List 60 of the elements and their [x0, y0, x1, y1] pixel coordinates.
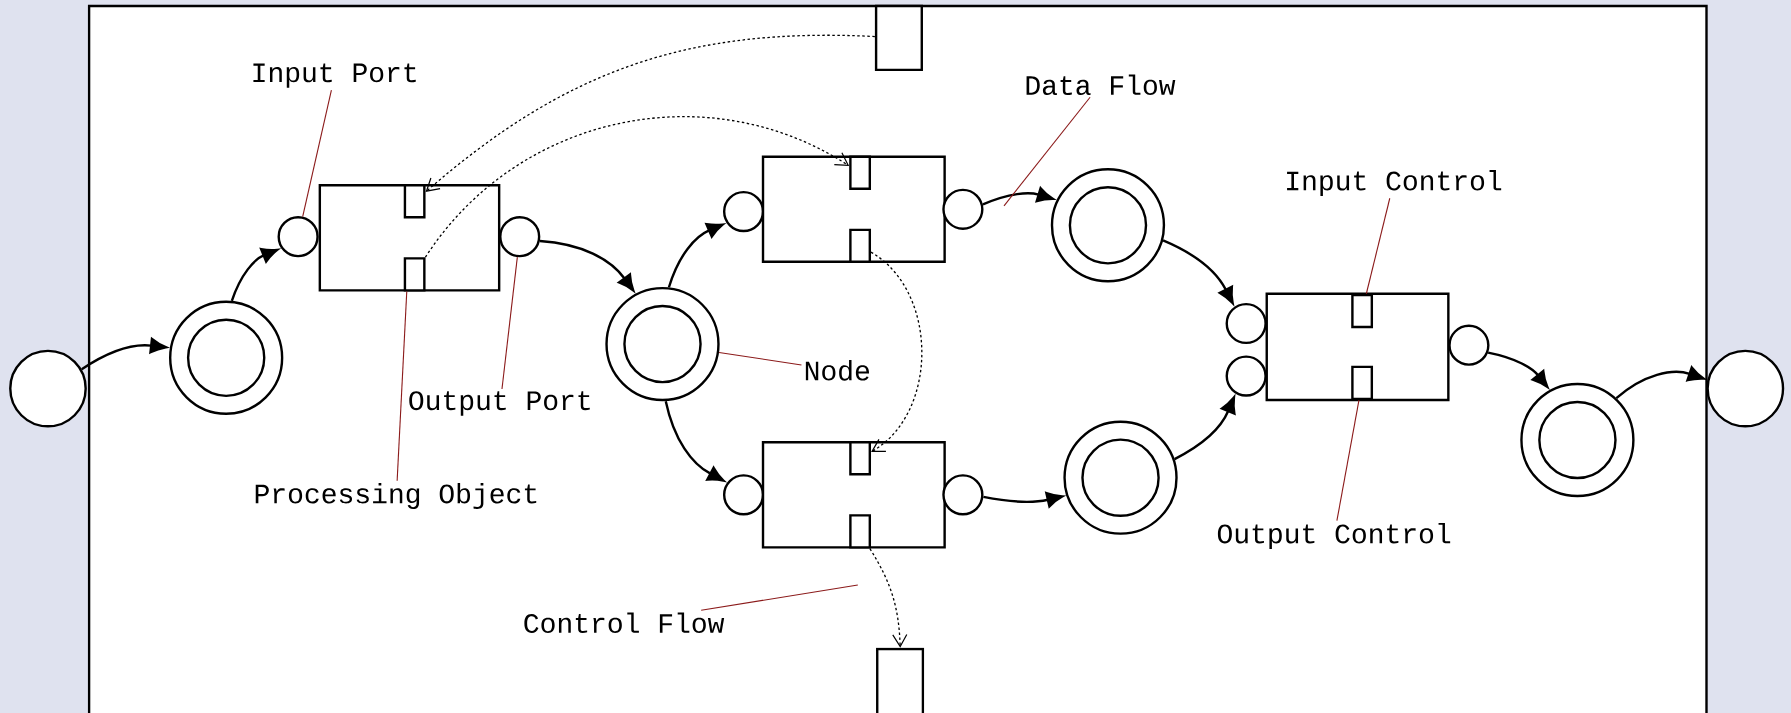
arrow [1162, 239, 1234, 304]
callout-label: Output Port [409, 391, 590, 416]
control-flow-arrow [869, 547, 908, 648]
leader-line [718, 352, 802, 366]
control-slot [849, 228, 871, 263]
leader-line [302, 89, 332, 218]
processing-box [761, 155, 946, 263]
arrow [539, 239, 635, 292]
arrow [1487, 351, 1549, 388]
leader-line [501, 256, 518, 390]
node-ring [1520, 382, 1635, 498]
node-ring [169, 300, 284, 415]
control-slot [849, 441, 871, 476]
control-slot [849, 155, 871, 190]
processing-box [761, 441, 946, 549]
port-circle [1225, 355, 1267, 397]
callout-label: Input Control [1287, 169, 1502, 197]
node-ring [1063, 420, 1178, 535]
callout-label: Output Control [1217, 522, 1451, 549]
leader-line [1336, 399, 1360, 522]
arrow [983, 492, 1064, 508]
control-slot [403, 257, 426, 292]
control-slot [849, 514, 871, 549]
callout-label: Input Port [253, 63, 416, 88]
terminal-circle [1706, 349, 1785, 428]
arrow [1174, 396, 1236, 461]
arrow [1615, 366, 1705, 400]
arrow [982, 186, 1054, 206]
port-circle [277, 216, 319, 258]
leader-line [1365, 197, 1391, 295]
control-bar [874, 4, 923, 72]
control-flow-arrow [424, 116, 850, 258]
arrow [230, 247, 279, 302]
callout-label: Node [805, 360, 869, 381]
terminal-circle [9, 349, 87, 428]
control-slot [1351, 365, 1374, 401]
port-circle [722, 474, 765, 516]
port-circle [942, 474, 984, 516]
callout-label: Data Flow [1026, 74, 1176, 96]
leader-line [396, 291, 408, 482]
port-circle [1448, 324, 1490, 366]
processing-box [1265, 292, 1450, 402]
callout-label: Control Flow [524, 612, 725, 634]
port-circle [1225, 302, 1267, 345]
callout-label: Processing Object [255, 482, 537, 509]
leader-line [1003, 96, 1091, 207]
node-ring [605, 286, 720, 402]
control-flow-arrow [870, 251, 923, 453]
node-ring [1050, 168, 1166, 283]
control-slot [1351, 293, 1374, 329]
control-slot [403, 184, 426, 219]
processing-box [318, 184, 501, 292]
control-flow-arrow [425, 34, 876, 192]
port-circle [722, 190, 765, 233]
arrow [664, 400, 725, 482]
port-circle [942, 188, 984, 230]
control-bar [876, 647, 925, 713]
port-circle [499, 216, 541, 258]
arrow [667, 223, 724, 288]
leader-line [700, 584, 859, 611]
